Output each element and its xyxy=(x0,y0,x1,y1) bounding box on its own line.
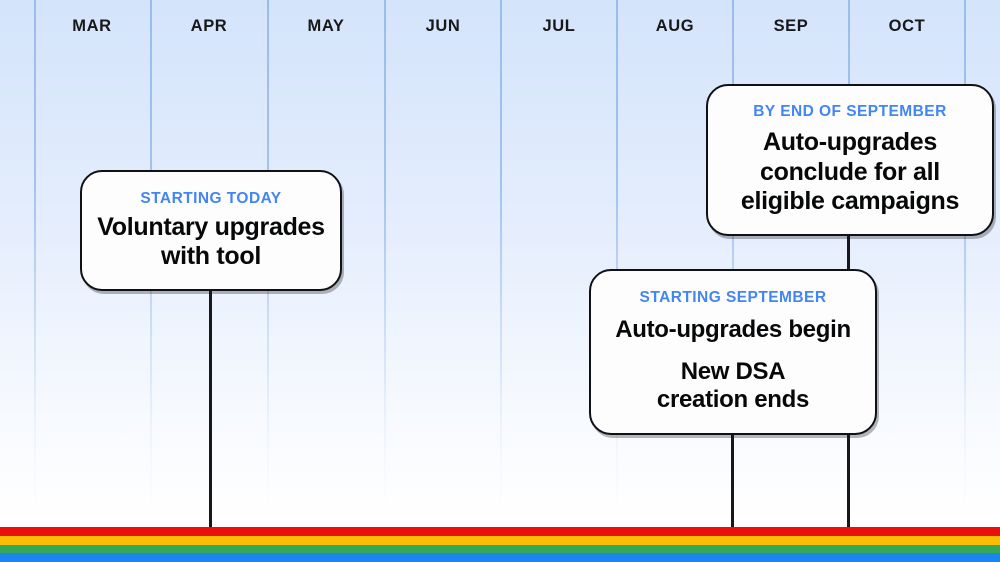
connector-autoupgrade xyxy=(731,432,734,527)
month-label-aug: AUG xyxy=(655,17,695,35)
callout-voluntary-upgrades[interactable]: STARTING TODAY Voluntary upgrades with t… xyxy=(80,170,342,291)
month-label-jun: JUN xyxy=(425,17,461,35)
callout-auto-upgrades-begin[interactable]: STARTING SEPTEMBER Auto-upgrades begin N… xyxy=(589,269,877,435)
month-label-mar: MAR xyxy=(72,17,112,35)
gridline xyxy=(964,0,966,527)
callout-headline-line: creation ends xyxy=(656,386,810,414)
month-label-may: MAY xyxy=(307,17,345,35)
gridline xyxy=(616,0,618,527)
month-label-oct: OCT xyxy=(888,17,926,35)
brand-stripe-green xyxy=(0,544,1000,554)
month-label-apr: APR xyxy=(190,17,228,35)
callout-headline: Voluntary upgrades with tool xyxy=(97,213,325,271)
gridline xyxy=(384,0,386,527)
callout-headline-statement-1: Auto-upgrades begin xyxy=(615,316,851,345)
connector-voluntary xyxy=(209,288,212,527)
callout-headline-statement-2: New DSA creation ends xyxy=(657,358,809,416)
gridline xyxy=(500,0,502,527)
gridline xyxy=(34,0,36,527)
gridline xyxy=(732,0,734,527)
callout-headline-line: Auto-upgrades xyxy=(763,127,937,156)
callout-headline-line: with tool xyxy=(160,242,262,271)
callout-eyebrow: STARTING TODAY xyxy=(140,189,282,207)
callout-auto-upgrades-conclude[interactable]: BY END OF SEPTEMBER Auto-upgrades conclu… xyxy=(706,84,994,236)
brand-stripe-red xyxy=(0,527,1000,536)
brand-stripe-bar xyxy=(0,527,1000,562)
month-label-sep: SEP xyxy=(773,17,809,35)
callout-headline-line: eligible campaigns xyxy=(740,187,960,216)
callout-eyebrow: BY END OF SEPTEMBER xyxy=(753,102,947,120)
callout-headline-line: New DSA xyxy=(680,357,786,385)
callout-headline-line: conclude for all xyxy=(760,157,940,186)
callout-headline: Auto-upgrades conclude for all eligible … xyxy=(740,127,960,217)
brand-stripe-blue xyxy=(0,553,1000,562)
callout-headline-line: Voluntary upgrades xyxy=(97,213,325,242)
brand-stripe-yellow xyxy=(0,535,1000,545)
month-label-jul: JUL xyxy=(542,17,576,35)
callout-eyebrow: STARTING SEPTEMBER xyxy=(639,288,827,306)
callout-headline-line: Auto-upgrades begin xyxy=(615,315,851,343)
